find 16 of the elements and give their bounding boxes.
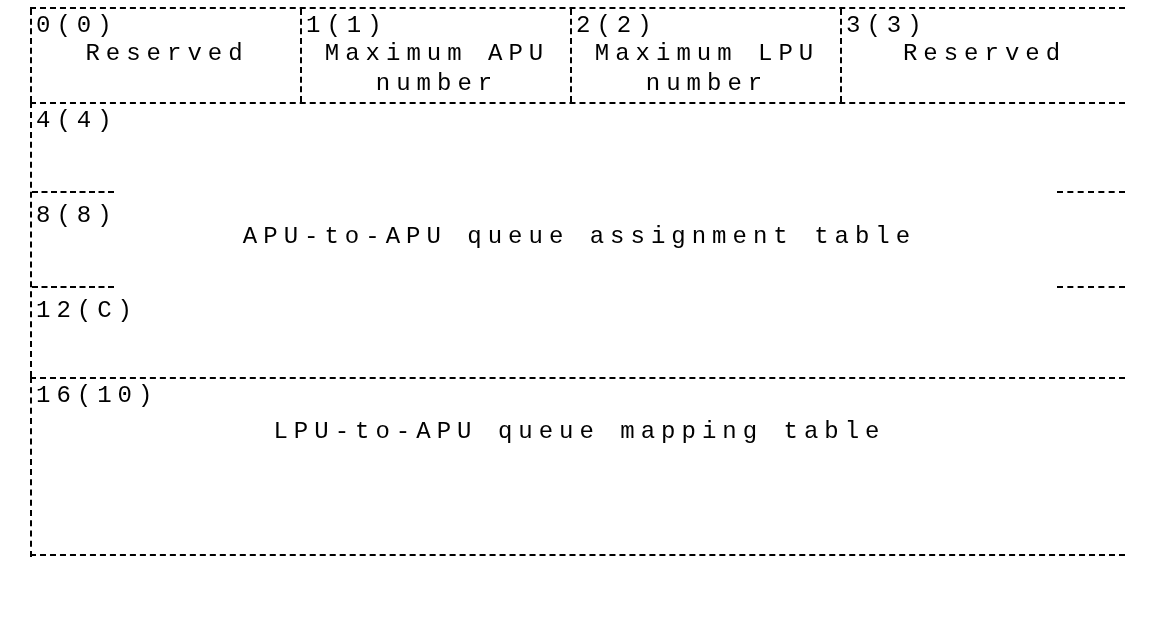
offset-label: 8(8) [36,201,118,231]
table-region [30,377,1125,557]
offset-label: 1(1) [306,11,388,41]
offset-label: 4(4) [36,106,118,136]
table-name: LPU-to-APU queue mapping table [272,417,887,447]
offset-label: 3(3) [846,11,928,41]
field-name: Reserved [84,39,250,69]
offset-label: 16(10) [36,381,159,411]
field-name: Reserved [901,39,1068,69]
offset-label: 12(C) [36,296,138,326]
field-name: Maximum LPU number [593,39,821,99]
table-name: APU-to-APU queue assignment table [241,222,918,252]
table-region [30,102,1125,377]
offset-label: 2(2) [576,11,658,41]
offset-label: 0(0) [36,11,118,41]
field-name: Maximum APU number [323,39,551,99]
